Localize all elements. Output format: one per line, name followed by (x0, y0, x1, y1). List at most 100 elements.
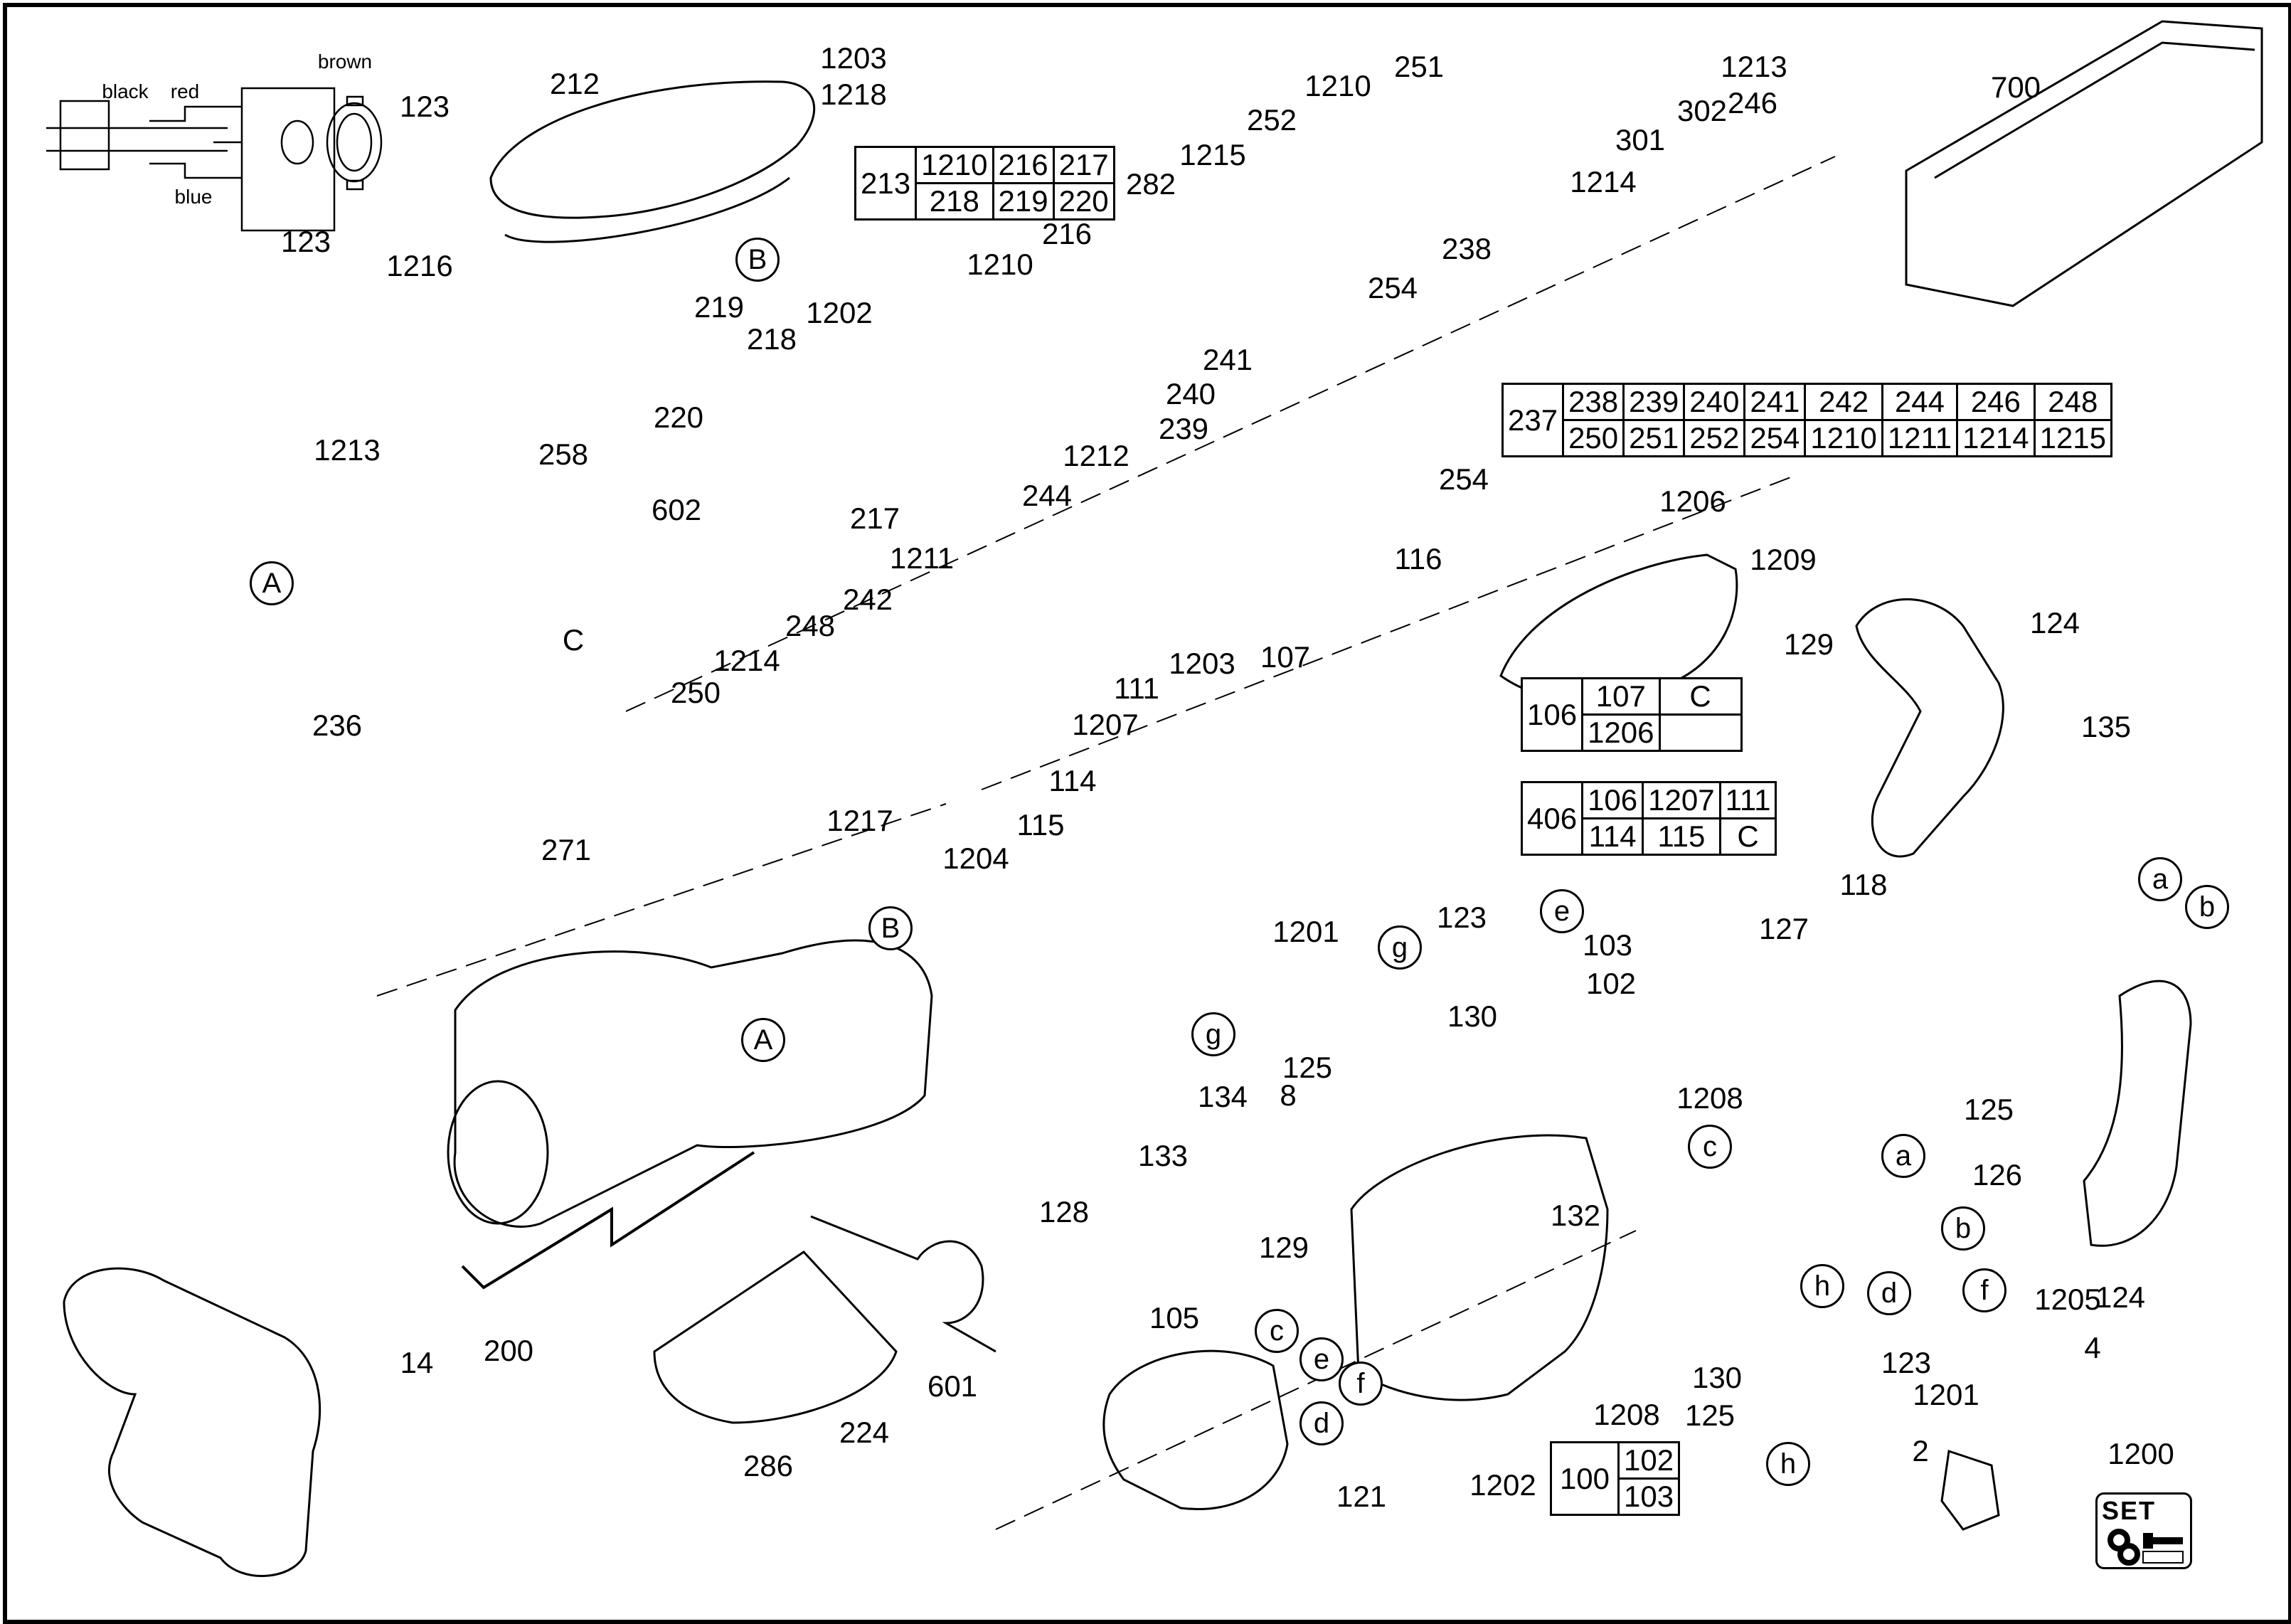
part-label[interactable]: 1212 (1063, 439, 1129, 472)
part-label[interactable]: 129 (1258, 1231, 1309, 1264)
part-label[interactable]: 302 (1676, 94, 1728, 127)
kit-cell[interactable]: 102 (1617, 1440, 1681, 1480)
part-label[interactable]: 242 (842, 583, 893, 616)
part-label[interactable]: 1202 (806, 296, 873, 329)
part-label[interactable]: 111 (1114, 672, 1159, 705)
part-label[interactable]: 200 (483, 1334, 534, 1367)
part-label[interactable]: 1211 (889, 541, 955, 575)
part-label[interactable]: 118 (1839, 868, 1888, 901)
part-label[interactable]: 1218 (820, 78, 887, 111)
callout-circle[interactable]: e (1299, 1337, 1344, 1381)
callout-circle[interactable]: b (2185, 885, 2229, 929)
kit-cell[interactable]: 251 (1622, 419, 1686, 458)
part-label[interactable]: C (562, 623, 585, 657)
kit-cell[interactable]: 241 (1743, 382, 1807, 422)
part-label[interactable]: 1206 (1659, 484, 1726, 518)
kit-main[interactable]: 406 (1520, 780, 1584, 856)
part-label[interactable]: 218 (746, 322, 797, 356)
kit-cell[interactable]: 219 (992, 182, 1055, 221)
kit-cell[interactable]: 216 (992, 145, 1055, 185)
part-label[interactable]: 127 (1758, 912, 1809, 945)
part-label[interactable]: 134 (1197, 1080, 1248, 1113)
part-label[interactable]: 224 (839, 1416, 890, 1449)
part-label[interactable]: 1208 (1593, 1398, 1660, 1431)
kit-cell[interactable]: 115 (1642, 817, 1721, 856)
callout-circle[interactable]: g (1378, 925, 1422, 970)
part-label[interactable]: 254 (1438, 462, 1489, 496)
part-label[interactable]: 14 (400, 1346, 434, 1379)
kit-cell[interactable]: 246 (1956, 382, 2036, 422)
kit-cell[interactable]: 1214 (1956, 419, 2036, 458)
kit-cell[interactable]: 1215 (2033, 419, 2113, 458)
kit-cell[interactable]: 250 (1562, 419, 1625, 458)
part-label[interactable]: 2 (1912, 1434, 1929, 1468)
part-label[interactable]: 254 (1367, 271, 1418, 304)
part-label[interactable]: 1214 (1570, 165, 1637, 198)
kit-cell[interactable]: 252 (1683, 419, 1746, 458)
part-label[interactable]: 125 (1963, 1093, 2014, 1126)
kit-main[interactable]: 213 (854, 145, 918, 221)
kit-cell[interactable]: 244 (1881, 382, 1959, 422)
part-label[interactable]: 105 (1149, 1301, 1200, 1334)
part-label[interactable]: 1204 (942, 842, 1009, 875)
part-label[interactable]: 107 (1260, 640, 1311, 674)
part-label[interactable]: 128 (1038, 1195, 1090, 1228)
part-label[interactable]: 286 (743, 1449, 794, 1482)
part-label[interactable]: 1203 (820, 41, 887, 75)
kit-cell[interactable]: 1210 (915, 145, 994, 185)
kit-main[interactable]: 237 (1501, 382, 1565, 458)
part-label[interactable]: 124 (2095, 1280, 2146, 1314)
part-label[interactable]: 130 (1447, 999, 1498, 1033)
part-label[interactable]: 1203 (1169, 647, 1235, 680)
part-label[interactable]: 271 (541, 833, 592, 866)
kit-cell[interactable]: 220 (1052, 182, 1115, 221)
part-label[interactable]: 246 (1727, 86, 1778, 120)
part-label[interactable]: 103 (1582, 928, 1633, 962)
kit-cell[interactable]: 217 (1052, 145, 1115, 185)
callout-circle[interactable]: A (250, 561, 294, 605)
kit-cell[interactable]: 218 (915, 182, 994, 221)
part-label[interactable]: 8 (1280, 1078, 1297, 1112)
part-label[interactable]: 1207 (1072, 708, 1139, 741)
kit-cell[interactable]: 238 (1562, 382, 1625, 422)
part-label[interactable]: 1215 (1179, 138, 1246, 171)
part-label[interactable]: 601 (927, 1369, 978, 1403)
part-label[interactable]: 133 (1137, 1139, 1189, 1172)
part-label[interactable]: 115 (1016, 808, 1065, 842)
callout-circle[interactable]: f (1962, 1268, 2006, 1312)
part-label[interactable]: 251 (1393, 50, 1445, 83)
kit-cell[interactable]: 240 (1683, 382, 1746, 422)
part-label[interactable]: 241 (1202, 343, 1253, 376)
part-label[interactable]: 124 (2029, 606, 2080, 639)
kit-cell[interactable]: 254 (1743, 419, 1807, 458)
kit-cell[interactable]: 111 (1718, 780, 1777, 820)
part-label[interactable]: 1200 (2107, 1437, 2174, 1470)
kit-main[interactable]: 100 (1550, 1440, 1620, 1517)
part-label[interactable]: 219 (693, 290, 745, 324)
callout-circle[interactable]: a (1881, 1134, 1925, 1178)
part-label[interactable]: 132 (1550, 1199, 1601, 1232)
part-label[interactable]: 252 (1246, 103, 1297, 137)
callout-circle[interactable]: f (1339, 1362, 1383, 1406)
part-label[interactable]: 244 (1021, 479, 1073, 512)
kit-main[interactable]: 106 (1520, 676, 1584, 753)
callout-circle[interactable]: A (741, 1018, 785, 1062)
kit-cell[interactable]: 248 (2033, 382, 2113, 422)
callout-circle[interactable]: B (868, 906, 913, 950)
part-label[interactable]: 1202 (1469, 1468, 1536, 1502)
kit-cell[interactable]: 106 (1581, 780, 1644, 820)
part-label[interactable]: 212 (549, 67, 600, 100)
part-label[interactable]: 220 (653, 400, 704, 434)
part-label[interactable]: 4 (2084, 1331, 2101, 1364)
part-label[interactable]: 301 (1615, 123, 1666, 156)
part-label[interactable]: 1217 (826, 804, 893, 837)
kit-cell[interactable]: C (1658, 676, 1743, 716)
part-label[interactable]: 239 (1158, 412, 1209, 445)
part-label[interactable]: 116 (1394, 542, 1442, 575)
kit-cell[interactable]: 114 (1581, 817, 1644, 856)
kit-cell[interactable]: 1206 (1581, 713, 1661, 753)
part-label[interactable]: 125 (1282, 1051, 1333, 1084)
part-label[interactable]: 1216 (386, 249, 453, 282)
callout-circle[interactable]: B (735, 238, 780, 282)
callout-circle[interactable]: a (2138, 857, 2182, 901)
